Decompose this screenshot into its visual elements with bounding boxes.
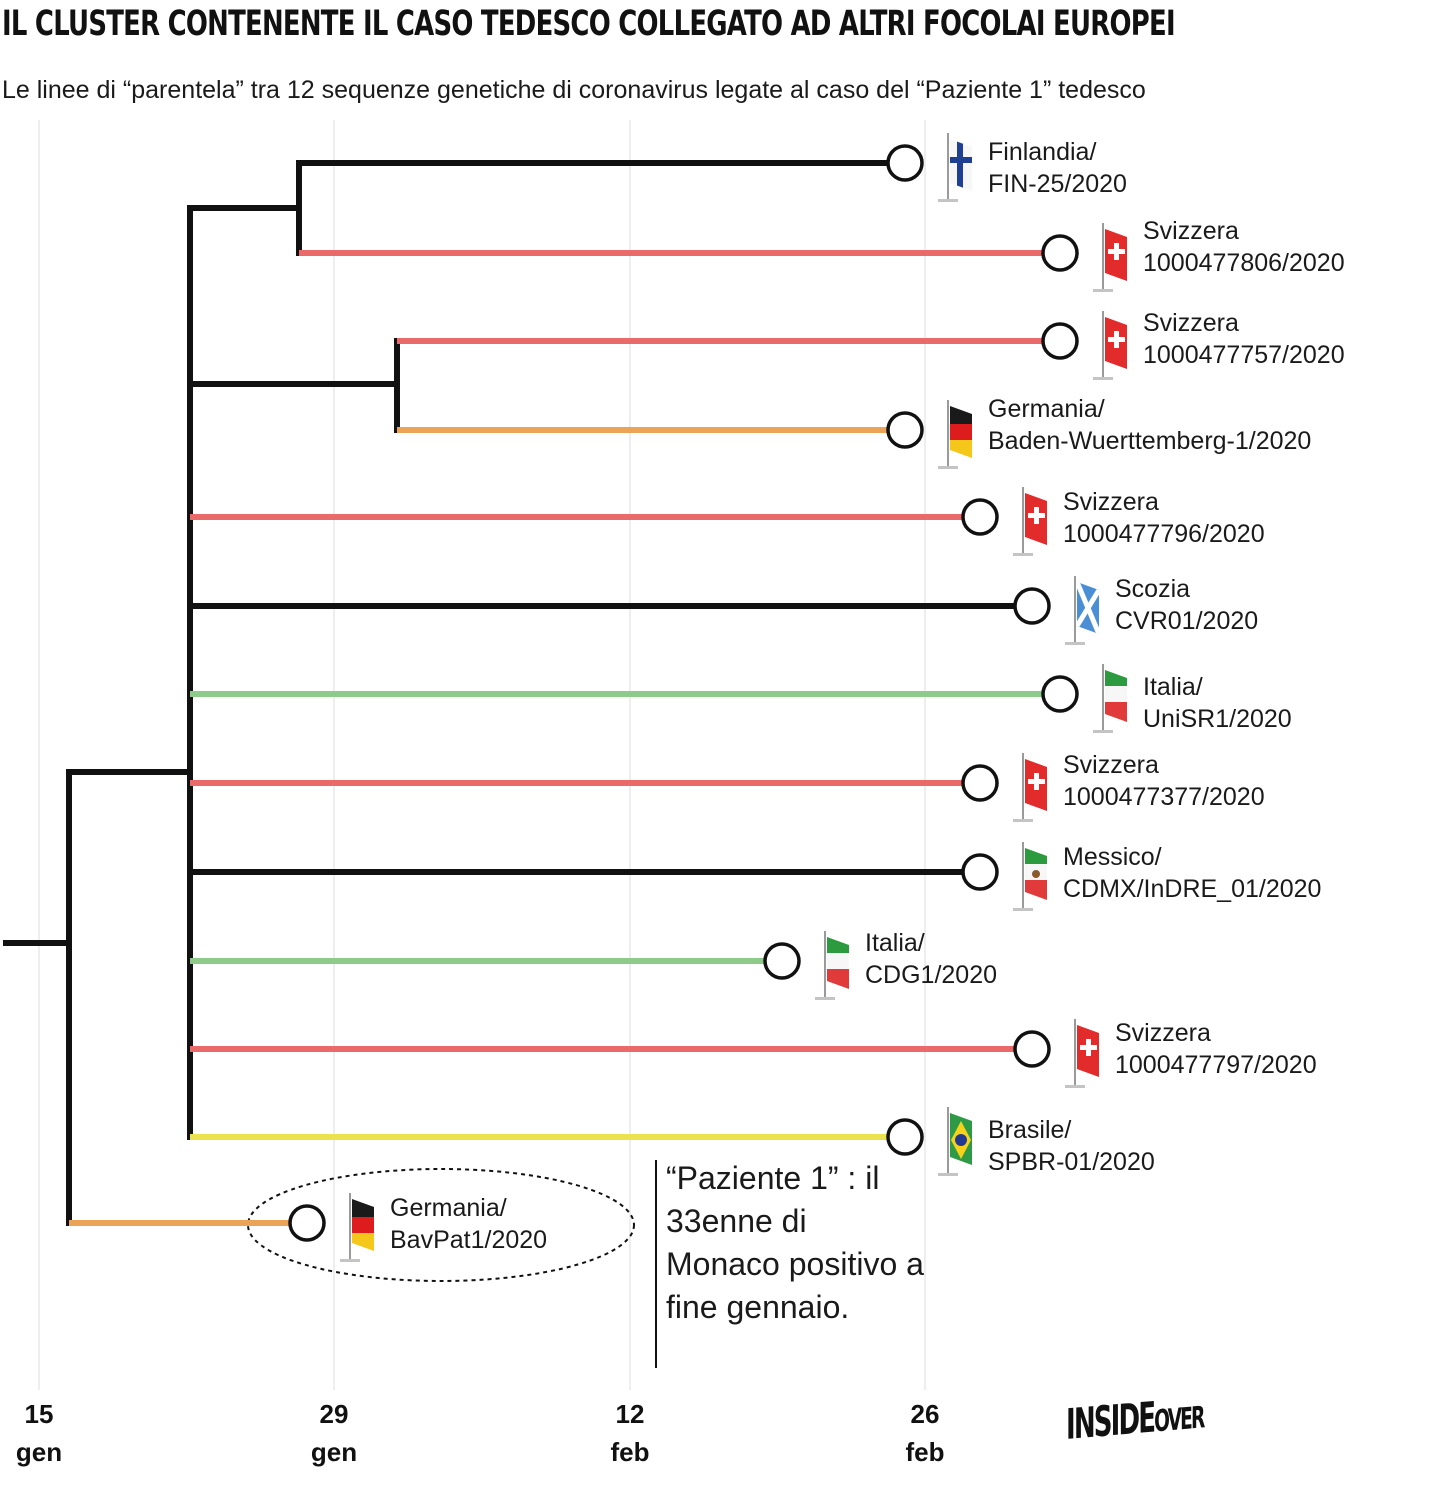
axis-tick-month: gen	[311, 1437, 357, 1467]
leaf-sequence-label: 1000477797/2020	[1115, 1051, 1317, 1079]
leaf-sequence-label: 1000477757/2020	[1143, 341, 1345, 369]
sample-node	[961, 498, 999, 536]
axis-tick-day: 26	[911, 1399, 940, 1429]
leaf-country-label: Germania/	[390, 1194, 507, 1222]
leaf-sequence-label: 1000477377/2020	[1063, 783, 1265, 811]
leaf-1000477796-2020: Svizzera 1000477796/2020	[190, 487, 1265, 556]
switzerland-flag-icon	[1093, 311, 1127, 380]
leaf-country-label: Scozia	[1115, 575, 1190, 603]
mexico-flag-icon	[1013, 842, 1047, 911]
axis-tick-month: feb	[611, 1437, 650, 1467]
leaf-1000477797-2020: Svizzera 1000477797/2020	[190, 1019, 1317, 1088]
leaf-country-label: Italia/	[1143, 673, 1203, 701]
chart-title: IL CLUSTER CONTENENTE IL CASO TEDESCO CO…	[2, 4, 1176, 44]
switzerland-flag-icon	[1093, 223, 1127, 292]
scotland-flag-icon	[1065, 576, 1099, 645]
axis-tick-day: 12	[616, 1399, 645, 1429]
axis-tick-month: gen	[16, 1437, 62, 1467]
sample-node	[886, 144, 924, 182]
leaf-cdmx-indre-01-2020: Messico/CDMX/InDRE_01/2020	[190, 842, 1321, 911]
leaf-sequence-label: SPBR-01/2020	[988, 1148, 1155, 1176]
germany-flag-icon	[340, 1193, 374, 1262]
italy-flag-icon	[815, 931, 849, 1000]
leaf-country-label: Svizzera	[1063, 488, 1159, 516]
sample-node	[1041, 234, 1079, 272]
switzerland-flag-icon	[1013, 487, 1047, 556]
sample-node	[1013, 587, 1051, 625]
leaf-bavpat1-2020: Germania/BavPat1/2020	[69, 1193, 547, 1262]
leaf-country-label: Svizzera	[1143, 217, 1239, 245]
leaf-sequence-label: 1000477796/2020	[1063, 520, 1265, 548]
patient-one-annotation: “Paziente 1” : il 33enne di Monaco posit…	[666, 1160, 924, 1325]
leaf-baden-wuerttemberg-1-2020: Germania/Baden-Wuerttemberg-1/2020	[397, 395, 1311, 469]
time-axis: 15 gen 29 gen 12 feb 26 feb	[16, 1399, 945, 1467]
leaf-sequence-label: CDMX/InDRE_01/2020	[1063, 875, 1321, 903]
italy-flag-icon	[1093, 664, 1127, 733]
leaf-sequence-label: CDG1/2020	[865, 961, 997, 989]
axis-tick-month: feb	[906, 1437, 945, 1467]
tree-branches	[3, 160, 400, 1226]
sample-node	[1013, 1030, 1051, 1068]
switzerland-flag-icon	[1013, 753, 1047, 822]
sample-node	[886, 1118, 924, 1156]
leaf-country-label: Messico/	[1063, 843, 1162, 871]
leaf-sequence-label: Baden-Wuerttemberg-1/2020	[988, 427, 1311, 455]
sample-node	[961, 764, 999, 802]
finland-flag-icon	[938, 133, 972, 202]
sample-node	[1041, 675, 1079, 713]
gridlines	[38, 120, 926, 1390]
germany-flag-icon	[938, 400, 972, 469]
leaf-cdg1-2020: Italia/CDG1/2020	[190, 929, 997, 1000]
sample-node	[886, 411, 924, 449]
leaf-sequence-label: UniSR1/2020	[1143, 705, 1292, 733]
switzerland-flag-icon	[1065, 1019, 1099, 1088]
sample-node	[763, 942, 801, 980]
sample-node	[1041, 322, 1079, 360]
highlight-ellipse	[247, 1168, 635, 1282]
leaf-country-label: Germania/	[988, 395, 1105, 423]
leaf-spbr-01-2020: Brasile/SPBR-01/2020	[190, 1107, 1155, 1176]
sample-node	[288, 1204, 326, 1242]
brazil-flag-icon	[938, 1107, 972, 1176]
leaf-country-label: Svizzera	[1063, 751, 1159, 779]
leaf-1000477806-2020: Svizzera 1000477806/2020	[299, 217, 1345, 292]
leaf-country-label: Svizzera	[1143, 309, 1239, 337]
leaf-country-label: Svizzera	[1115, 1019, 1211, 1047]
leaf-country-label: Italia/	[865, 929, 925, 957]
leaf-sequence-label: CVR01/2020	[1115, 607, 1258, 635]
axis-tick-day: 29	[320, 1399, 349, 1429]
axis-tick-day: 15	[25, 1399, 54, 1429]
leaf-sequence-label: FIN-25/2020	[988, 170, 1127, 198]
chart-subtitle: Le linee di “parentela” tra 12 sequenze …	[2, 76, 1146, 104]
sample-node	[961, 853, 999, 891]
leaf-fin-25-2020: Finlandia/FIN-25/2020	[299, 133, 1127, 202]
leaf-1000477377-2020: Svizzera 1000477377/2020	[190, 751, 1265, 822]
leaf-country-label: Finlandia/	[988, 138, 1096, 166]
leaf-1000477757-2020: Svizzera 1000477757/2020	[397, 309, 1345, 380]
leaf-sequence-label: 1000477806/2020	[1143, 249, 1345, 277]
leaf-country-label: Brasile/	[988, 1116, 1071, 1144]
leaf-sequence-label: BavPat1/2020	[390, 1226, 547, 1254]
leaf-unisr1-2020: Italia/UniSR1/2020	[190, 664, 1292, 733]
